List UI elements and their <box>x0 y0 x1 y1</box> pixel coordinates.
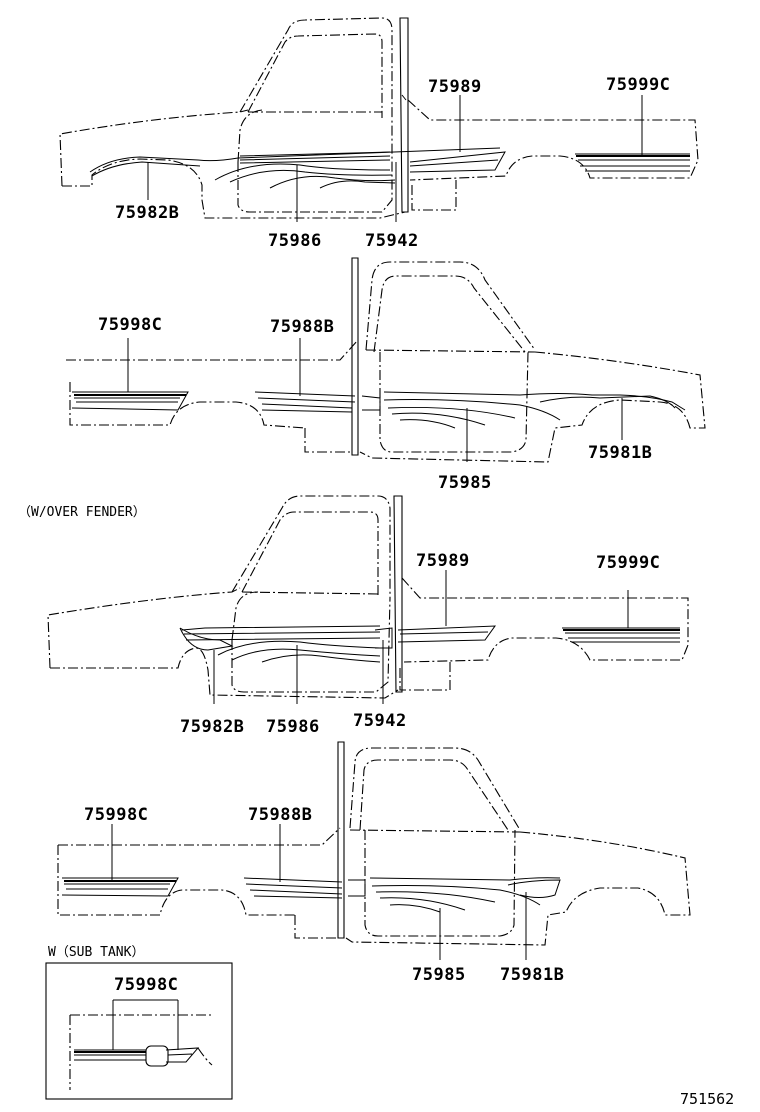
part-label-75942: 75942 <box>365 231 419 251</box>
truck-view-3 <box>47 495 689 704</box>
part-label-75989: 75989 <box>428 77 482 97</box>
part-label-75988b: 75988B <box>248 805 312 825</box>
part-label-75981b: 75981B <box>588 443 652 463</box>
part-label-75998c: 75998C <box>98 315 162 335</box>
part-label-75982b: 75982B <box>115 203 179 223</box>
labels-view-1: 75989 75999C 75982B 75986 75942 <box>115 75 670 251</box>
inset-sub-tank <box>45 962 233 1100</box>
variant-note-over-fender: （W/OVER FENDER） <box>18 505 146 520</box>
part-label-75986: 75986 <box>266 717 320 737</box>
inset-title: W（SUB TANK） <box>48 945 144 960</box>
labels-view-3: （W/OVER FENDER） 75989 75999C 75982B 7598… <box>18 505 660 737</box>
part-label-75998c: 75998C <box>114 975 178 995</box>
part-label-75988b: 75988B <box>270 317 334 337</box>
part-label-75999c: 75999C <box>606 75 670 95</box>
truck-view-4 <box>57 741 691 960</box>
labels-inset: W（SUB TANK） 75998C <box>48 945 178 995</box>
truck-view-1 <box>59 17 699 222</box>
part-label-75942: 75942 <box>353 711 407 731</box>
part-label-75986: 75986 <box>268 231 322 251</box>
labels-view-4: 75998C 75988B 75985 75981B <box>84 805 564 985</box>
part-label-75985: 75985 <box>412 965 466 985</box>
labels-view-2: 75998C 75988B 75985 75981B <box>98 315 652 493</box>
diagram-code: 751562 <box>680 1090 734 1108</box>
part-label-75999c: 75999C <box>596 553 660 573</box>
truck-view-2 <box>66 257 706 463</box>
part-label-75981b: 75981B <box>500 965 564 985</box>
part-label-75982b: 75982B <box>180 717 244 737</box>
part-label-75989: 75989 <box>416 551 470 571</box>
part-label-75998c: 75998C <box>84 805 148 825</box>
part-label-75985: 75985 <box>438 473 492 493</box>
